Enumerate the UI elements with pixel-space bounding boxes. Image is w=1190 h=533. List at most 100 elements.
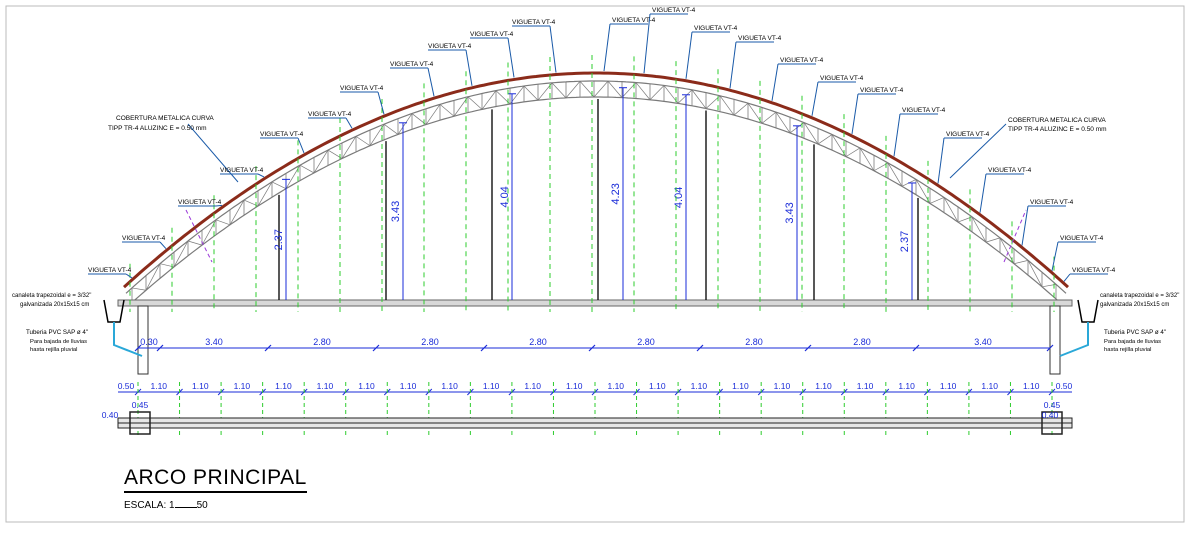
plan-dim-040-right: 0.40 bbox=[1042, 410, 1059, 420]
vigueta-label: VIGUETA VT-4 bbox=[652, 7, 696, 14]
scale-underline bbox=[174, 498, 197, 508]
cobertura-leader-right bbox=[949, 123, 1007, 179]
canaleta-note-right-2: galvanizada 20x15x15 cm bbox=[1100, 302, 1169, 308]
truss-web-diagonal bbox=[425, 104, 441, 125]
vigueta-label: VIGUETA VT-4 bbox=[178, 199, 222, 206]
truss-web-diagonal bbox=[887, 162, 903, 187]
truss-web-diagonal bbox=[257, 181, 273, 207]
tuberia-note-left-3: hasta rejilla pluvial bbox=[30, 347, 77, 353]
vigueta-label: VIGUETA VT-4 bbox=[428, 43, 472, 50]
truss-web-diagonal bbox=[635, 82, 651, 101]
truss-web-diagonal bbox=[593, 80, 609, 98]
vigueta-label: VIGUETA VT-4 bbox=[308, 111, 352, 118]
vigueta-leader bbox=[603, 23, 611, 72]
main-dim-tick bbox=[912, 344, 920, 352]
height-label: 4.04 bbox=[499, 186, 511, 207]
truss-web-diagonal bbox=[481, 90, 497, 110]
small-dim-label: 1.10 bbox=[275, 381, 292, 391]
vigueta-label: VIGUETA VT-4 bbox=[470, 31, 514, 38]
truss-web-diagonal bbox=[565, 81, 581, 99]
small-dim-label: 1.10 bbox=[732, 381, 749, 391]
vigueta-leader bbox=[685, 31, 693, 79]
small-dim-label: 1.10 bbox=[774, 381, 791, 391]
vigueta-leader bbox=[257, 173, 265, 178]
truss-web-diagonal bbox=[131, 287, 147, 291]
truss-web-diagonal bbox=[817, 134, 833, 145]
small-dim-label: 1.10 bbox=[898, 381, 915, 391]
vigueta-leader bbox=[1051, 241, 1059, 271]
vigueta-label: VIGUETA VT-4 bbox=[1072, 267, 1116, 274]
right-downpipe bbox=[1059, 322, 1089, 357]
main-dim-tick bbox=[134, 344, 142, 352]
small-dim-label: 1.10 bbox=[691, 381, 708, 391]
height-label: 4.23 bbox=[610, 183, 622, 204]
cobertura-leader-left bbox=[187, 123, 239, 183]
small-dim-label: 1.10 bbox=[857, 381, 874, 391]
truss-web-diagonal bbox=[187, 240, 203, 246]
main-dim-label: 2.80 bbox=[853, 337, 871, 347]
vigueta-label: VIGUETA VT-4 bbox=[88, 267, 132, 274]
vigueta-leader bbox=[811, 81, 819, 116]
main-dim-label: 2.80 bbox=[529, 337, 547, 347]
truss-web-diagonal bbox=[173, 240, 189, 268]
truss-web-diagonal bbox=[383, 123, 399, 135]
main-dim-tick bbox=[1046, 344, 1054, 352]
small-dim-label: 1.10 bbox=[940, 381, 957, 391]
vigueta-label: VIGUETA VT-4 bbox=[122, 235, 166, 242]
vigueta-label: VIGUETA VT-4 bbox=[988, 167, 1032, 174]
main-dim-tick bbox=[696, 344, 704, 352]
truss-web-diagonal bbox=[929, 197, 945, 204]
main-dim-tick bbox=[480, 344, 488, 352]
main-dim-label: 0.30 bbox=[140, 337, 158, 347]
small-dim-label: 1.10 bbox=[981, 381, 998, 391]
vigueta-label: VIGUETA VT-4 bbox=[390, 61, 434, 68]
main-dim-tick bbox=[804, 344, 812, 352]
left-downpipe bbox=[113, 322, 143, 357]
small-dim-label: 1.10 bbox=[317, 381, 334, 391]
vigueta-label: VIGUETA VT-4 bbox=[220, 167, 264, 174]
truss-web-diagonal bbox=[1013, 260, 1029, 265]
vigueta-leader bbox=[893, 113, 901, 157]
truss-web-diagonal bbox=[229, 199, 245, 225]
truss-web-diagonal bbox=[803, 122, 819, 145]
scale-prefix: ESCALA: bbox=[124, 500, 167, 511]
cobertura-note-left-1: COBERTURA METALICA CURVA bbox=[116, 115, 214, 122]
main-dim-label: 2.80 bbox=[313, 337, 331, 347]
truss-web-diagonal bbox=[271, 181, 287, 190]
base-beam bbox=[117, 299, 1073, 307]
truss-web-diagonal bbox=[299, 164, 315, 174]
truss-web-diagonal bbox=[467, 96, 483, 110]
height-label: 4.04 bbox=[673, 187, 685, 208]
tuberia-note-right-2: Para bajada de lluvias bbox=[1104, 339, 1161, 345]
truss-web-diagonal bbox=[845, 147, 861, 157]
truss-web-diagonal bbox=[761, 111, 777, 124]
plan-dim-040-left: 0.40 bbox=[102, 410, 119, 420]
small-dim-label: 1.10 bbox=[192, 381, 209, 391]
scale-den: 50 bbox=[196, 500, 208, 511]
truss-web-diagonal bbox=[439, 104, 455, 117]
height-label: 3.43 bbox=[784, 202, 796, 223]
plan-dim-045-left: 0.45 bbox=[132, 400, 149, 410]
vigueta-label: VIGUETA VT-4 bbox=[780, 57, 824, 64]
truss-web-diagonal bbox=[649, 85, 665, 101]
right-column bbox=[1049, 305, 1061, 375]
vigueta-label: VIGUETA VT-4 bbox=[512, 19, 556, 26]
small-dim-label: 1.10 bbox=[1023, 381, 1040, 391]
small-dim-label: 1.10 bbox=[400, 381, 417, 391]
canaleta-note-left-1: canaleta trapezoidal e = 3/32" bbox=[12, 293, 91, 299]
vigueta-leader bbox=[549, 25, 557, 73]
truss-web-diagonal bbox=[397, 113, 413, 135]
truss-web-diagonal bbox=[523, 85, 539, 101]
vigueta-leader bbox=[771, 63, 779, 101]
vigueta-leader bbox=[1063, 273, 1071, 282]
main-dim-label: 2.80 bbox=[421, 337, 439, 347]
truss-web-diagonal bbox=[551, 82, 567, 99]
truss-web-diagonal bbox=[985, 237, 1001, 243]
vigueta-label: VIGUETA VT-4 bbox=[902, 107, 946, 114]
vigueta-label: VIGUETA VT-4 bbox=[260, 131, 304, 138]
small-dim-label: 1.10 bbox=[441, 381, 458, 391]
plan-left-plate bbox=[129, 411, 151, 435]
